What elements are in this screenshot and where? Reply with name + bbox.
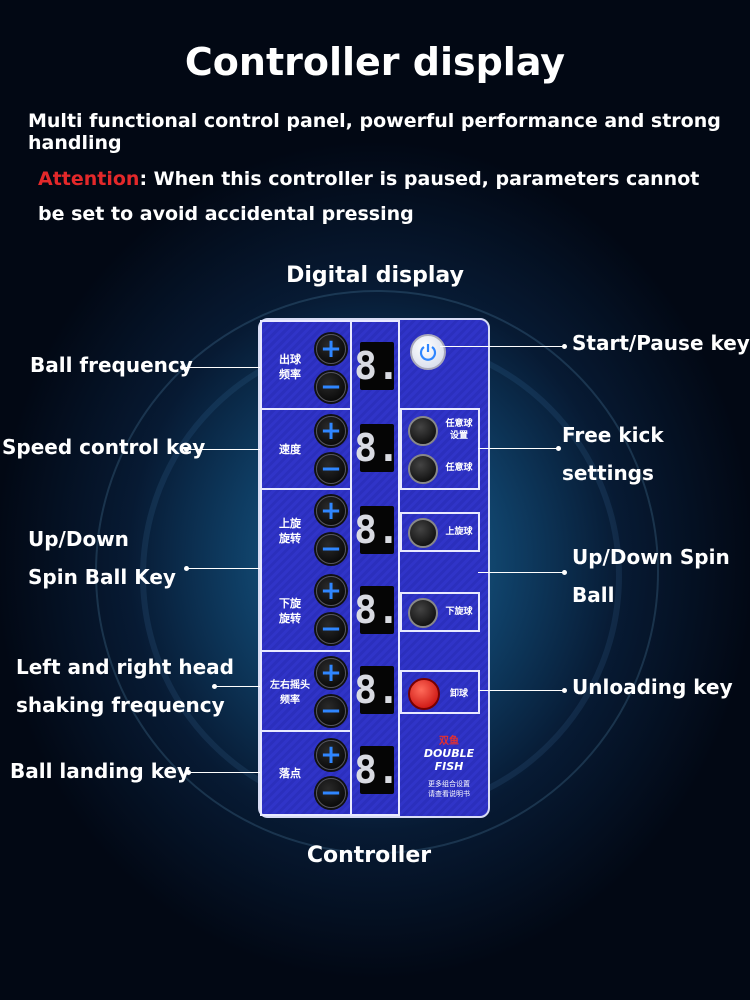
subtitle: Multi functional control panel, powerful… [28,110,721,154]
digit-display: 8. [354,424,400,472]
background-ring [95,290,659,854]
callout-spin-right-line2: Ball [572,583,615,607]
leader-line [182,367,260,368]
minus-button[interactable]: − [316,696,346,726]
unload-button[interactable] [408,678,440,710]
callout-speed-control: Speed control key [2,435,206,459]
leader-dot [184,447,189,452]
row-label-backspin: 下旋 旋转 [279,597,301,625]
controller-panel: 出球 频率 + − 8. 速度 + − 8. 上旋 旋转 + − 8. 下旋 旋… [258,318,490,818]
leader-dot [184,566,189,571]
backspin-label: 下旋球 [445,607,473,617]
leader-line [186,449,260,450]
digit-column [350,320,400,816]
callout-shake-line2: shaking frequency [16,693,225,717]
attention-label: Attention [38,168,140,190]
plus-button[interactable]: + [316,496,346,526]
callout-unloading: Unloading key [572,675,733,699]
leader-line [186,568,260,569]
spin-box [400,512,480,552]
callout-spin-line1: Up/Down [28,527,129,551]
digital-display-label: Digital display [286,263,464,288]
leader-dot [212,684,217,689]
power-icon [419,344,437,361]
leader-dot [562,688,567,693]
free-kick-button[interactable] [408,454,438,484]
callout-shake-line1: Left and right head [16,655,234,679]
leader-line [478,448,558,449]
leader-dot [562,570,567,575]
leader-dot [186,770,191,775]
leader-dot [180,365,185,370]
plus-button[interactable]: + [316,576,346,606]
minus-button[interactable]: − [316,372,346,402]
leader-dot [562,344,567,349]
free-kick-set-button[interactable] [408,416,438,446]
leader-line [478,690,564,691]
unload-box [400,670,480,714]
leader-line [440,346,564,347]
plus-button[interactable]: + [316,658,346,688]
leader-line [188,772,260,773]
digit-display: 8. [354,666,400,714]
free-kick-set-label: 任意球 设置 [445,419,473,441]
digit-display: 8. [354,746,400,794]
brand-logo: 双鱼 DOUBLE FISH 更多组合设置 请查看说明书 [410,732,488,799]
leader-line [478,572,564,573]
callout-start-pause: Start/Pause key [572,331,750,355]
unload-label: 卸球 [449,689,468,699]
row-label-shake: 左右摇头 频率 [270,680,310,706]
plus-button[interactable]: + [316,334,346,364]
row-label-speed: 速度 [279,443,301,456]
digit-display: 8. [354,506,400,554]
callout-ball-frequency: Ball frequency [30,353,193,377]
callout-free-kick: Free kick settings [562,423,664,485]
attention-note: Attention: When this controller is pause… [38,162,728,232]
digit-display: 8. [354,586,400,634]
digit-display: 8. [354,342,400,390]
free-kick-box [400,408,480,490]
row-label-topspin: 上旋 旋转 [279,517,301,545]
attention-text: : When this controller is paused, parame… [38,168,700,225]
callout-spin-right-line1: Up/Down Spin [572,545,730,569]
row-label-landing: 落点 [279,767,301,780]
callout-ball-landing: Ball landing key [10,759,191,783]
spin-box [400,592,480,632]
leader-line [214,686,260,687]
minus-button[interactable]: − [316,534,346,564]
row-label-frequency: 出球 频率 [279,353,301,381]
page-title: Controller display [184,40,566,84]
topspin-label: 上旋球 [445,527,473,537]
minus-button[interactable]: − [316,614,346,644]
plus-button[interactable]: + [316,740,346,770]
topspin-button[interactable] [408,518,438,548]
controller-caption: Controller [306,843,432,868]
power-button[interactable] [410,334,446,370]
plus-button[interactable]: + [316,416,346,446]
callout-spin-line2: Spin Ball Key [28,565,176,589]
manual-note: 更多组合设置 请查看说明书 [428,780,470,798]
leader-dot [556,446,561,451]
backspin-button[interactable] [408,598,438,628]
minus-button[interactable]: − [316,454,346,484]
free-kick-label: 任意球 [445,463,473,473]
minus-button[interactable]: − [316,778,346,808]
